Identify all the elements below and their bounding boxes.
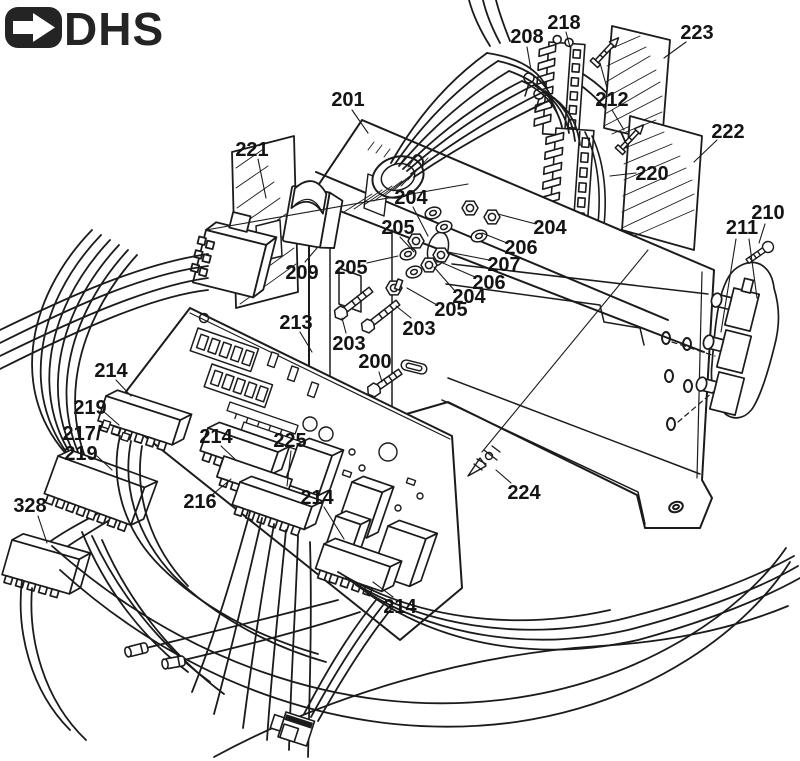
part-label-213: 213 bbox=[279, 312, 312, 334]
washer bbox=[399, 247, 417, 261]
part-label-223: 223 bbox=[680, 22, 713, 44]
dhs-logo: DHS bbox=[5, 3, 164, 55]
bottom-plug bbox=[269, 711, 316, 747]
part-labels: 201 208 218 223 212 222 220 221 204 205 … bbox=[13, 12, 784, 618]
connector-214-bottom bbox=[314, 537, 403, 597]
washer bbox=[435, 220, 453, 234]
hex-nut bbox=[407, 233, 425, 249]
panel-223 bbox=[603, 25, 671, 143]
relay bbox=[283, 437, 345, 497]
part-label-224: 224 bbox=[507, 482, 541, 504]
part-label-219-a: 219 bbox=[73, 397, 106, 419]
part-label-205-a: 205 bbox=[381, 217, 414, 239]
wire-harness-top bbox=[390, 0, 581, 178]
part-label-328: 328 bbox=[13, 495, 46, 517]
part-label-208: 208 bbox=[510, 26, 543, 48]
chassis-201 bbox=[308, 119, 715, 529]
hex-nut bbox=[432, 247, 450, 263]
hex-nut bbox=[461, 200, 479, 216]
washer bbox=[405, 265, 423, 279]
mounting-foot bbox=[668, 500, 684, 514]
rocker-switch-209 bbox=[281, 180, 344, 249]
slot-hole bbox=[400, 359, 428, 375]
part-label-209: 209 bbox=[285, 262, 318, 284]
part-label-216: 216 bbox=[183, 491, 216, 513]
screws-212 bbox=[589, 37, 645, 156]
bolt-200 bbox=[366, 368, 403, 398]
panel-222 bbox=[621, 115, 703, 251]
part-label-217-219-line2: 219 bbox=[64, 443, 97, 465]
part-label-218: 218 bbox=[547, 12, 580, 34]
part-label-210: 210 bbox=[751, 202, 784, 224]
connector-6pin bbox=[189, 211, 278, 299]
part-label-204-c: 204 bbox=[452, 286, 486, 308]
part-label-201: 201 bbox=[331, 89, 364, 111]
screw-210 bbox=[745, 240, 775, 265]
connector-217-219 bbox=[43, 449, 159, 533]
leader-lines bbox=[37, 31, 766, 598]
part-label-220: 220 bbox=[635, 163, 668, 185]
part-label-203-b: 203 bbox=[332, 333, 365, 355]
part-label-203-a: 203 bbox=[402, 318, 435, 340]
part-label-206-b: 206 bbox=[472, 272, 505, 294]
part-label-204-a: 204 bbox=[394, 187, 428, 209]
clip-224 bbox=[467, 445, 501, 477]
connector-225 bbox=[231, 475, 325, 537]
part-label-212: 212 bbox=[595, 89, 628, 111]
brand-text: DHS bbox=[64, 3, 164, 55]
connector-assembly-211 bbox=[671, 240, 780, 423]
part-label-214-b: 214 bbox=[199, 426, 233, 448]
part-label-222: 222 bbox=[711, 121, 744, 143]
bullet-terminals bbox=[124, 642, 186, 670]
part-label-214-d: 214 bbox=[383, 596, 417, 618]
washer bbox=[424, 206, 442, 220]
bolt-203 bbox=[360, 299, 401, 334]
hex-nut bbox=[420, 257, 438, 273]
part-label-204-b: 204 bbox=[533, 217, 567, 239]
part-label-211: 211 bbox=[726, 217, 758, 239]
part-label-200: 200 bbox=[358, 351, 391, 373]
connector-214-top bbox=[97, 389, 193, 452]
part-label-207: 207 bbox=[487, 254, 520, 276]
hex-nut bbox=[483, 209, 501, 225]
part-label-221: 221 bbox=[235, 139, 268, 161]
part-label-206-a: 206 bbox=[504, 237, 537, 259]
part-label-214-a: 214 bbox=[94, 360, 128, 382]
bolt-203 bbox=[333, 286, 374, 321]
part-label-217-219-line1: 217/ bbox=[63, 423, 102, 445]
wire-harness-bottom bbox=[19, 435, 800, 758]
part-label-214-c: 214 bbox=[300, 487, 334, 509]
terminals-219 bbox=[101, 419, 131, 443]
part-label-225: 225 bbox=[273, 430, 306, 452]
part-label-205-c: 205 bbox=[434, 299, 467, 321]
part-label-205-b: 205 bbox=[334, 257, 367, 279]
